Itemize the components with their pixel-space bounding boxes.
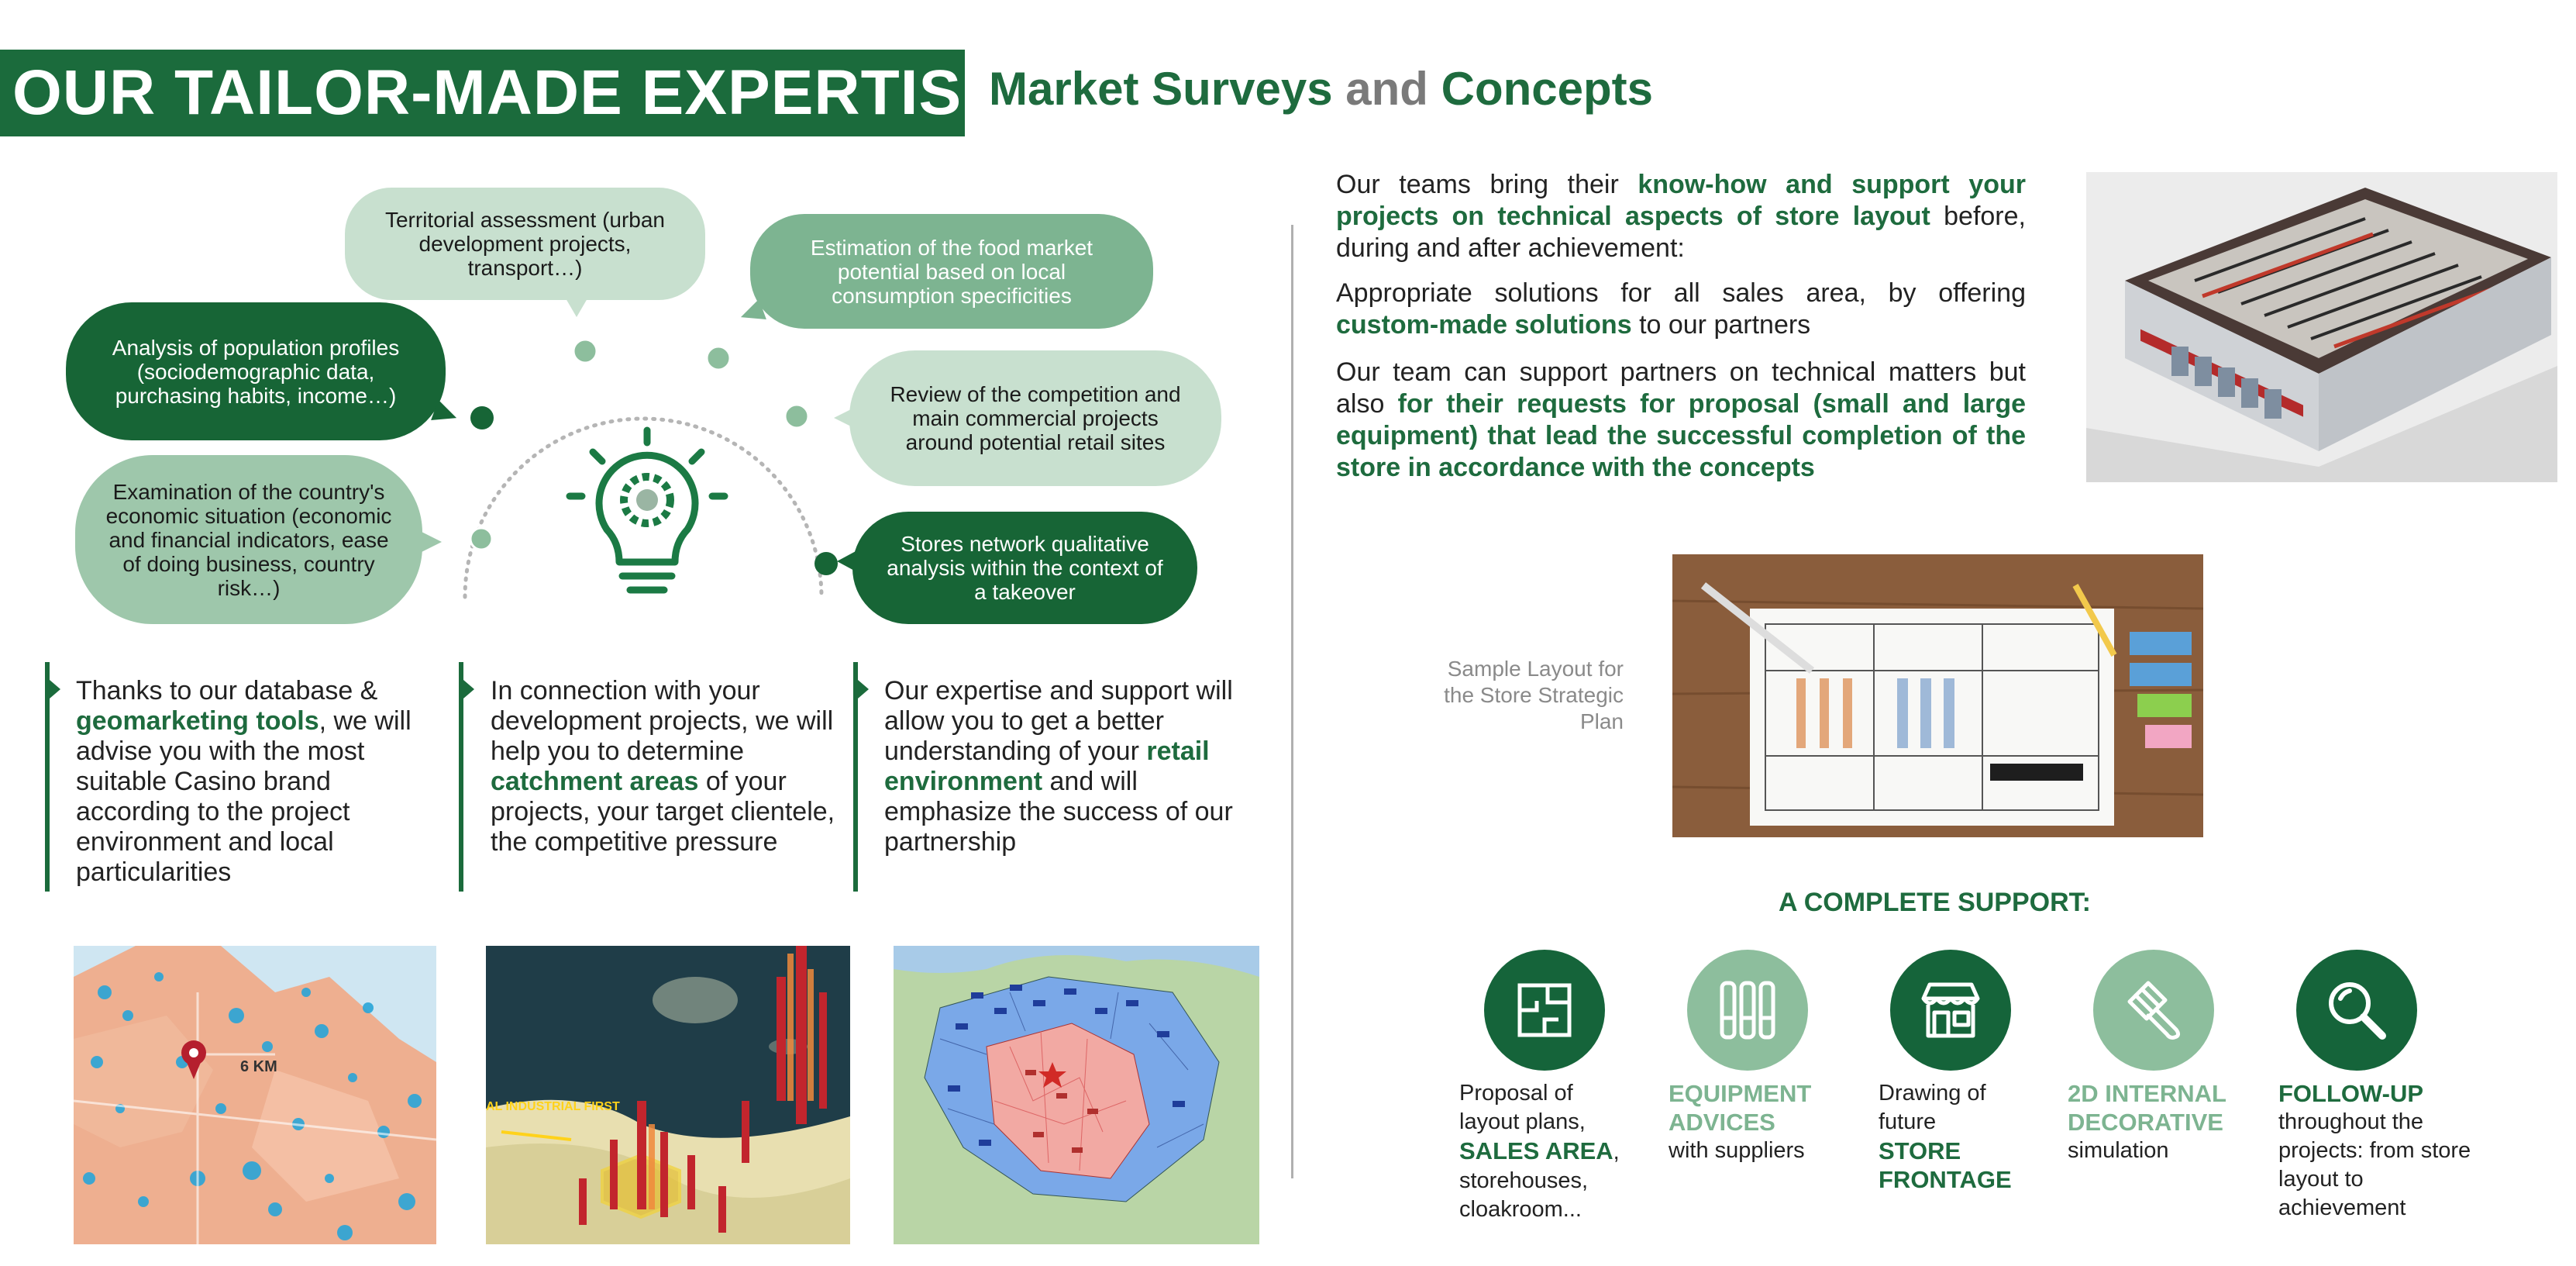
store-3d-render-image xyxy=(2086,172,2557,482)
map-drawing: AL INDUSTRIAL FIRST xyxy=(486,946,850,1244)
map-distance-label: 6 KM xyxy=(240,1058,277,1075)
paragraph-custom-solutions: Appropriate solutions for all sales area… xyxy=(1336,278,2026,340)
arc-dot-competition xyxy=(783,403,810,429)
map-image-retail-environment xyxy=(894,946,1259,1244)
equipment-icon xyxy=(1687,950,1808,1071)
bubble-tail xyxy=(834,407,856,429)
custom-solutions-highlight: custom-made solutions xyxy=(1336,310,1632,340)
support-decorative-simulation: 2D INTERNAL DECORATIVE simulation xyxy=(2068,1079,2292,1165)
arc-dot-population xyxy=(470,406,494,429)
paintbrush-icon xyxy=(2093,950,2214,1071)
bubble-population-profiles: Analysis of population profiles (sociode… xyxy=(66,302,446,440)
follow-up-highlight: FOLLOW-UP xyxy=(2278,1080,2424,1107)
bubble-territorial-assessment: Territorial assessment (urban developmen… xyxy=(345,188,705,300)
requests-highlight: for their requests for proposal (small a… xyxy=(1336,389,2026,482)
subtitle-concepts: Concepts xyxy=(1441,63,1653,115)
sales-area-highlight: SALES AREA xyxy=(1459,1137,1613,1164)
lightbulb-gear-icon xyxy=(566,426,728,594)
bubble-competition-text: Review of the competition and main comme… xyxy=(890,382,1181,454)
store-render-drawing xyxy=(2086,172,2557,482)
section-subtitle: Market Surveys and Concepts xyxy=(989,62,1653,116)
map-image-geomarketing: 6 KM xyxy=(74,946,436,1244)
support-follow-up: FOLLOW-UP throughout the projects: from … xyxy=(2278,1080,2471,1220)
subtitle-and: and xyxy=(1345,63,1428,115)
bubble-food-market-text: Estimation of the food market potential … xyxy=(810,235,1093,308)
catchment-areas-highlight: catchment areas xyxy=(491,767,699,796)
bubble-network-analysis: Stores network qualitative analysis with… xyxy=(852,512,1197,624)
column-arrow-icon xyxy=(858,680,869,699)
map-drawing: 6 KM xyxy=(74,946,436,1244)
layout-photo-drawing xyxy=(1672,554,2203,837)
bubble-competition-review: Review of the competition and main comme… xyxy=(849,350,1221,486)
column-bar xyxy=(853,662,858,892)
sample-layout-photo xyxy=(1672,554,2203,837)
paragraph-know-how: Our teams bring their know-how and suppo… xyxy=(1336,170,2026,263)
support-store-frontage: Drawing of future STORE FRONTAGE xyxy=(1879,1079,2049,1194)
arc-dot-territorial xyxy=(572,338,598,364)
retail-environment-highlight: retail environment xyxy=(884,736,1210,796)
know-how-highlight: know-how and support your projects on te… xyxy=(1336,170,2026,231)
bubble-economic-examination: Examination of the country's economic si… xyxy=(75,455,422,624)
dotted-arc xyxy=(463,416,824,599)
arc-diagram xyxy=(463,338,838,599)
bubble-territorial-text: Territorial assessment (urban developmen… xyxy=(384,208,666,280)
column-bar xyxy=(45,662,50,892)
bubble-food-market: Estimation of the food market potential … xyxy=(750,214,1153,329)
page-title: OUR TAILOR-MADE EXPERTISE xyxy=(0,50,1004,136)
support-equipment-advices: EQUIPMENT ADVICES with suppliers xyxy=(1669,1079,1847,1165)
sample-layout-caption: Sample Layout for the Store Strategic Pl… xyxy=(1444,657,1624,733)
subtitle-market-surveys: Market Surveys xyxy=(989,63,1333,115)
arc-dot-network xyxy=(814,552,838,575)
column-catchment: In connection with your development proj… xyxy=(491,676,835,857)
magnifier-icon xyxy=(2296,950,2417,1071)
bubble-tail xyxy=(420,531,442,553)
geomarketing-tools-highlight: geomarketing tools xyxy=(76,706,319,736)
column-bar xyxy=(459,662,463,892)
storefront-icon xyxy=(1890,950,2011,1071)
map-drawing xyxy=(894,946,1259,1202)
support-layout-plans: Proposal of layout plans, SALES AREA, st… xyxy=(1459,1081,1620,1222)
bubble-network-text: Stores network qualitative analysis with… xyxy=(887,532,1163,604)
bubble-economic-text: Examination of the country's economic si… xyxy=(105,479,392,600)
bubble-population-text: Analysis of population profiles (sociode… xyxy=(112,335,400,408)
vertical-divider xyxy=(1291,225,1293,1178)
map-area-label: AL INDUSTRIAL FIRST xyxy=(486,1100,620,1113)
paragraph-requests-for-proposal: Our team can support partners on technic… xyxy=(1336,357,2026,482)
bubble-tail xyxy=(566,298,587,317)
equipment-advices-highlight: EQUIPMENT ADVICES xyxy=(1669,1080,1812,1136)
column-retail-environment: Our expertise and support will allow you… xyxy=(884,676,1233,857)
floor-plan-icon xyxy=(1484,950,1605,1071)
column-arrow-icon xyxy=(463,680,474,699)
column-geomarketing: Thanks to our database & geomarketing to… xyxy=(76,676,412,887)
complete-support-title: A COMPLETE SUPPORT: xyxy=(1779,888,2091,917)
decorative-highlight: 2D INTERNAL DECORATIVE xyxy=(2068,1080,2226,1136)
column-arrow-icon xyxy=(50,680,60,699)
store-frontage-highlight: STORE FRONTAGE xyxy=(1879,1137,2012,1193)
arc-dot-economic xyxy=(469,526,494,551)
arc-dot-food xyxy=(705,345,732,371)
map-image-catchment: AL INDUSTRIAL FIRST xyxy=(486,946,850,1244)
bubble-tail xyxy=(837,550,857,572)
